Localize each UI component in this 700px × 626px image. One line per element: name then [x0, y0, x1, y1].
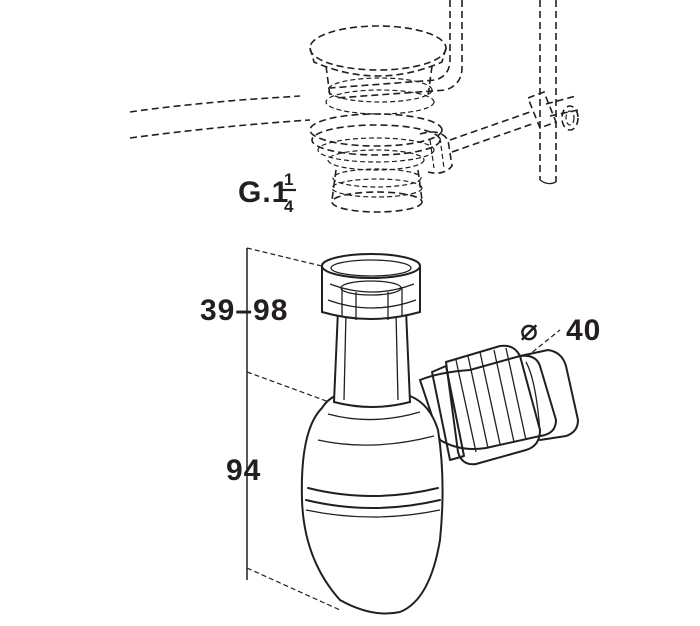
height-label: 94 [226, 454, 261, 487]
thread-label-denominator: 4 [284, 197, 294, 216]
thread-size-label: G.1 1 4 [238, 170, 296, 216]
height-range-label: 39–98 [200, 294, 288, 327]
thread-label-prefix: G.1 [238, 176, 289, 209]
thread-label-numerator: 1 [284, 170, 293, 189]
dimension-lines [246, 247, 561, 611]
diameter-symbol: ⌀ [520, 314, 539, 347]
waste-valve [309, 25, 579, 213]
diameter-label: 40 [566, 314, 601, 347]
basin-outline [129, 0, 557, 185]
bottle-trap [300, 253, 579, 615]
